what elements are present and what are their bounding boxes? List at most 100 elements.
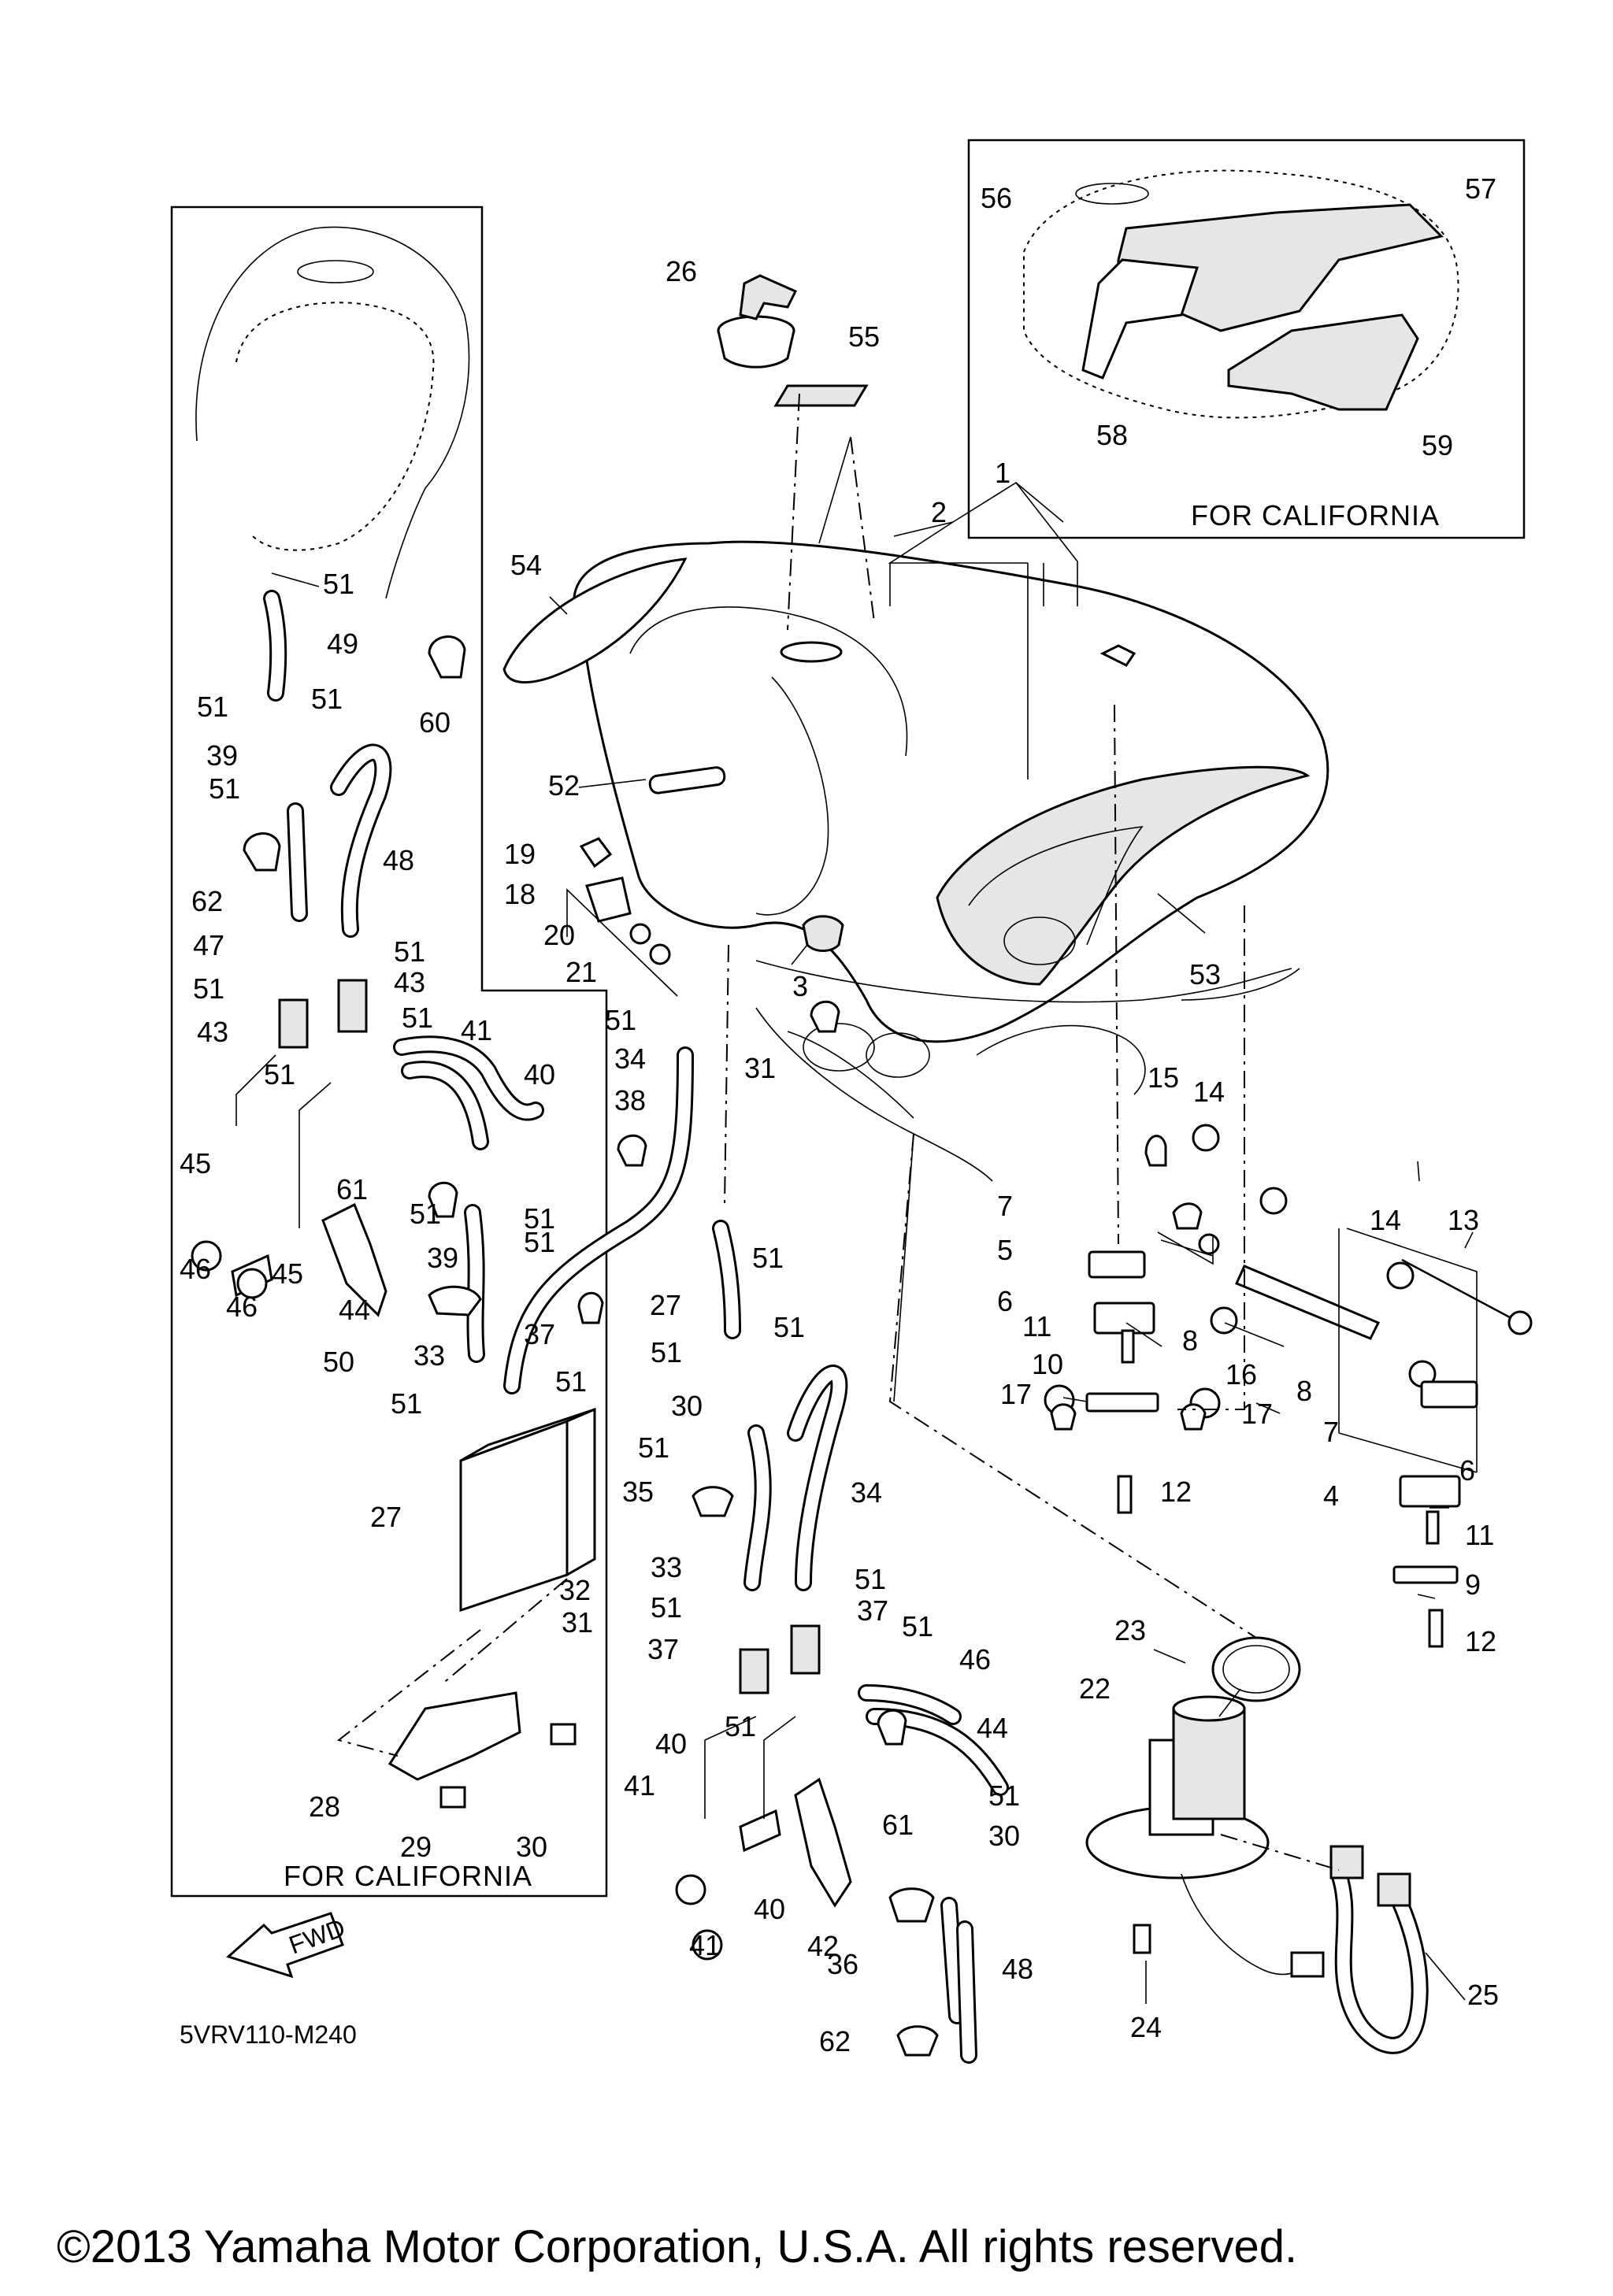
california-tank-cover-group — [1023, 169, 1459, 419]
fuel-cap-26 — [717, 274, 798, 368]
callout: 14 — [1193, 1076, 1225, 1108]
callout: 11 — [1465, 1519, 1494, 1551]
label-55 — [773, 384, 869, 407]
callout: 41 — [461, 1014, 492, 1046]
callout: 51 — [410, 1198, 441, 1230]
callout: 20 — [543, 919, 575, 951]
callout: 7 — [1323, 1416, 1339, 1448]
callout: 40 — [524, 1058, 555, 1091]
california-left-tank-outline — [195, 226, 470, 599]
callout: 41 — [624, 1769, 655, 1802]
callout: 2 — [931, 496, 947, 528]
callout: 28 — [309, 1791, 340, 1823]
callout: 57 — [1465, 172, 1496, 205]
hoses-left — [263, 590, 694, 1394]
callout: 4 — [1323, 1479, 1339, 1512]
callout: 51 — [638, 1431, 669, 1464]
callout: 7 — [997, 1190, 1013, 1222]
callout: 27 — [370, 1501, 402, 1533]
callout: 14 — [1370, 1204, 1401, 1236]
callout: 42 — [807, 1930, 839, 1962]
callout: 51 — [524, 1202, 555, 1235]
callout: 26 — [666, 255, 697, 287]
callout: 45 — [180, 1147, 211, 1179]
callout: 43 — [197, 1016, 228, 1048]
callout: 32 — [559, 1574, 591, 1606]
callout: 51 — [752, 1242, 784, 1274]
callout-leaders — [271, 436, 1474, 2004]
callout: 51 — [391, 1387, 422, 1420]
callout: 12 — [1160, 1476, 1192, 1508]
callout: 37 — [524, 1318, 555, 1350]
callout: 58 — [1096, 419, 1128, 451]
california-caption-left: FOR CALIFORNIA — [284, 1860, 532, 1892]
callout: 8 — [1296, 1375, 1312, 1407]
callout: 9 — [1465, 1568, 1481, 1601]
callout: 48 — [1002, 1953, 1033, 1985]
fwd-arrow: FWD — [226, 1912, 349, 1979]
callout: 1 — [995, 457, 1010, 489]
callout-numbers: 1 2 3 4 5 6 6 7 7 8 8 9 10 11 11 12 12 1… — [180, 172, 1499, 2057]
callout: 34 — [614, 1042, 646, 1075]
callout: 27 — [650, 1289, 681, 1321]
callout: 13 — [1448, 1204, 1479, 1236]
callout: 51 — [605, 1004, 636, 1036]
bracket-28 — [387, 1691, 521, 1781]
callout: 40 — [655, 1728, 687, 1760]
callout: 17 — [1000, 1378, 1032, 1410]
callout: 62 — [191, 885, 223, 917]
callout: 31 — [744, 1052, 776, 1084]
callout: 41 — [689, 1929, 721, 1961]
fuel-tank-body — [573, 540, 1329, 1043]
rollover-valves — [278, 979, 821, 1694]
callout: 30 — [516, 1831, 547, 1863]
callout: 51 — [902, 1610, 933, 1642]
callout: 49 — [327, 628, 358, 660]
callout: 19 — [504, 838, 536, 870]
callout: 29 — [400, 1831, 432, 1863]
callout: 36 — [827, 1948, 858, 1980]
hose-clamps — [243, 635, 1207, 2057]
callout: 51 — [855, 1563, 886, 1595]
callout: 5 — [997, 1234, 1013, 1266]
callout: 54 — [510, 549, 542, 581]
diagram-code: 5VRV110-M240 — [180, 2020, 357, 2049]
callout: 18 — [504, 878, 536, 910]
hoses-center — [712, 1220, 1009, 2064]
callout: 23 — [1114, 1614, 1146, 1646]
callout: 45 — [272, 1257, 303, 1290]
callout: 24 — [1130, 2011, 1162, 2043]
callout: 51 — [555, 1365, 587, 1398]
callout: 44 — [339, 1294, 370, 1326]
callout: 30 — [671, 1390, 703, 1422]
callout: 51 — [402, 1002, 433, 1034]
callout: 34 — [851, 1476, 882, 1509]
callout: 33 — [651, 1551, 682, 1583]
callout: 51 — [773, 1311, 805, 1343]
side-cover-54 — [502, 557, 688, 684]
callout: 53 — [1189, 958, 1221, 991]
callout: 17 — [1241, 1398, 1273, 1430]
callout: 37 — [857, 1594, 888, 1627]
callout: 52 — [548, 769, 580, 802]
callout: 35 — [622, 1476, 654, 1508]
callout: 46 — [180, 1253, 211, 1285]
callout: 51 — [524, 1226, 555, 1258]
callout: 8 — [1182, 1324, 1198, 1357]
callout: 16 — [1226, 1358, 1257, 1391]
callout: 39 — [427, 1242, 458, 1274]
gasket-23 — [1211, 1636, 1301, 1702]
callout: 46 — [959, 1643, 991, 1676]
callout: 61 — [336, 1173, 368, 1205]
callout: 62 — [819, 2025, 851, 2057]
callout: 46 — [226, 1291, 258, 1323]
california-caption-top: FOR CALIFORNIA — [1191, 499, 1440, 531]
callout: 39 — [206, 739, 238, 772]
callout: 22 — [1079, 1672, 1111, 1705]
wire-harness-25 — [1329, 1845, 1429, 2054]
callout: 43 — [394, 966, 425, 998]
callout: 30 — [988, 1820, 1020, 1852]
california-box-top-frame — [967, 139, 1526, 539]
callout: 51 — [264, 1058, 295, 1091]
